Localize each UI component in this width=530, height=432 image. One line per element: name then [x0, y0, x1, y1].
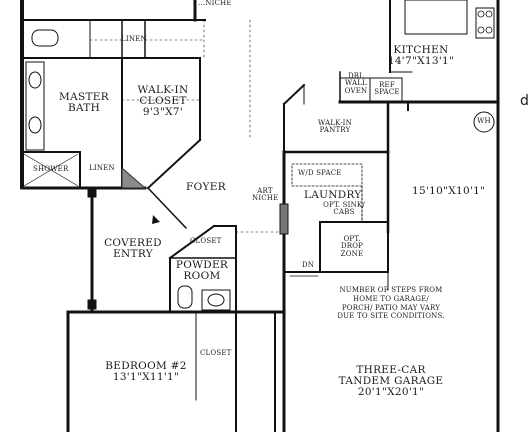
toilet	[31, 29, 59, 47]
powder-toilet	[177, 285, 193, 309]
master-bath-label: MASTER BATH	[59, 91, 109, 115]
edge-letter: d	[520, 93, 529, 109]
burner	[477, 26, 485, 34]
walk-in-closet-name: WALK-IN CLOSET	[137, 84, 189, 108]
wall	[282, 83, 306, 106]
linen-top-label: LINEN	[121, 35, 147, 43]
art-niche-label: ART NICHE	[252, 187, 279, 203]
dn-label: DN	[302, 261, 315, 269]
garage-label: THREE-CAR TANDEM GARAGE 20'1"X20'1"	[336, 364, 446, 399]
garage-name: THREE-CAR TANDEM GARAGE	[338, 364, 444, 388]
burner	[485, 26, 493, 34]
burner	[477, 10, 485, 18]
walk-in-closet-label: WALK-IN CLOSET 9'3"X7'	[132, 84, 194, 119]
wh-label: WH	[477, 117, 491, 125]
closet-foyer-label: CLOSET	[190, 237, 222, 245]
bedroom2-label: BEDROOM #2 13'1"X11'1"	[100, 360, 192, 384]
cooktop	[475, 7, 495, 39]
room-right-dims: 15'10"X10'1"	[412, 185, 486, 197]
column	[87, 299, 97, 310]
laundry-label: LAUNDRY	[304, 189, 362, 201]
shower-label: SHOWER	[33, 165, 69, 173]
steps-note: NUMBER OF STEPS FROM HOME TO GARAGE/ POR…	[337, 286, 445, 321]
powder-room-label: POWDER ROOM	[175, 259, 229, 283]
water-heater	[473, 111, 495, 133]
dbl-wall-oven-label: DBL WALL OVEN	[344, 72, 368, 95]
kitchen-island	[404, 0, 468, 35]
washer-dryer	[291, 163, 363, 187]
sink	[28, 71, 42, 89]
entry-arrow	[152, 215, 160, 224]
kitchen-dims: 14'7"X13'1"	[387, 55, 455, 68]
wall	[146, 138, 202, 190]
powder-sink	[201, 289, 231, 311]
powder-sink-bowl	[207, 293, 225, 307]
wd-space-label: W/D SPACE	[298, 169, 342, 177]
column	[87, 187, 97, 198]
shower-x	[23, 153, 79, 187]
ref-space-label: REF SPACE	[374, 81, 400, 97]
kitchen-label: KITCHEN 14'7"X13'1"	[386, 44, 456, 68]
walk-in-closet-dims: 9'3"X7'	[142, 106, 184, 119]
foyer-label: FOYER	[186, 181, 226, 193]
burner	[485, 10, 493, 18]
opt-sink-label: OPT. SINK/ CABS	[323, 201, 365, 217]
door-line	[168, 224, 216, 260]
sink	[28, 116, 42, 134]
closet-corner	[121, 166, 147, 189]
art-niche-box	[279, 203, 289, 235]
bedroom2-name: BEDROOM #2	[105, 360, 187, 372]
wall	[146, 186, 188, 230]
bedroom2-dims: 13'1"X11'1"	[112, 371, 180, 384]
garage-dims: 20'1"X20'1"	[357, 386, 425, 399]
vanity	[25, 61, 45, 151]
covered-entry-label: COVERED ENTRY	[104, 237, 162, 261]
closet-bed-label: CLOSET	[200, 349, 232, 357]
opt-drop-zone-label: OPT. DROP ZONE	[340, 235, 364, 258]
linen-low-label: LINEN	[89, 164, 115, 172]
niche-label: ...NICHE	[198, 0, 232, 7]
kitchen-name: KITCHEN	[393, 44, 449, 56]
walk-in-pantry-label: WALK-IN PANTRY	[318, 119, 352, 135]
